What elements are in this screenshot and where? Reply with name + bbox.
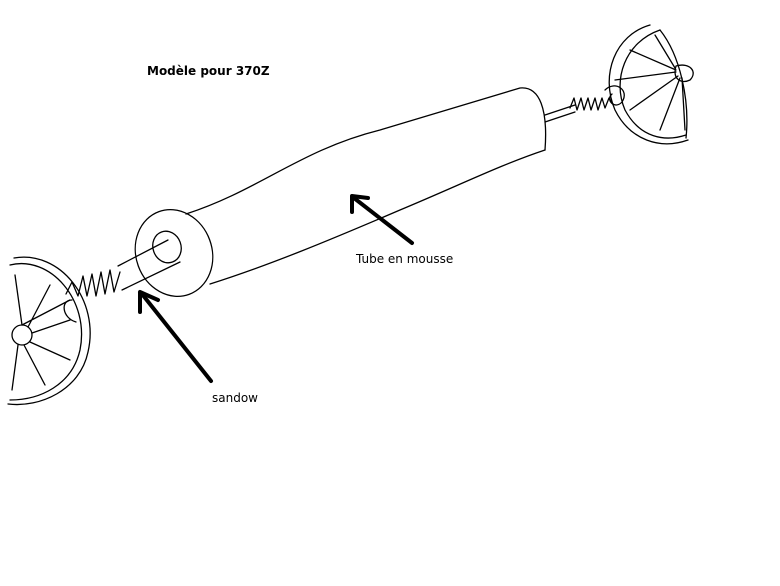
left-hub — [11, 324, 33, 346]
right-hub — [674, 64, 694, 83]
left-wheel-icon — [7, 256, 91, 406]
right-spring-icon — [569, 85, 625, 111]
diagram-title: Modèle pour 370Z — [147, 64, 270, 78]
foam-tube — [134, 87, 547, 297]
tube-end-ring — [134, 209, 214, 297]
left-rod — [117, 239, 181, 291]
sandow-label: sandow — [212, 391, 258, 405]
arrow-sandow — [138, 290, 213, 383]
left-spring-icon — [63, 269, 121, 323]
tube-hole — [152, 230, 182, 264]
tube-label: Tube en mousse — [356, 252, 454, 266]
right-wheel-icon — [608, 24, 694, 145]
arrow-tube — [350, 194, 414, 245]
